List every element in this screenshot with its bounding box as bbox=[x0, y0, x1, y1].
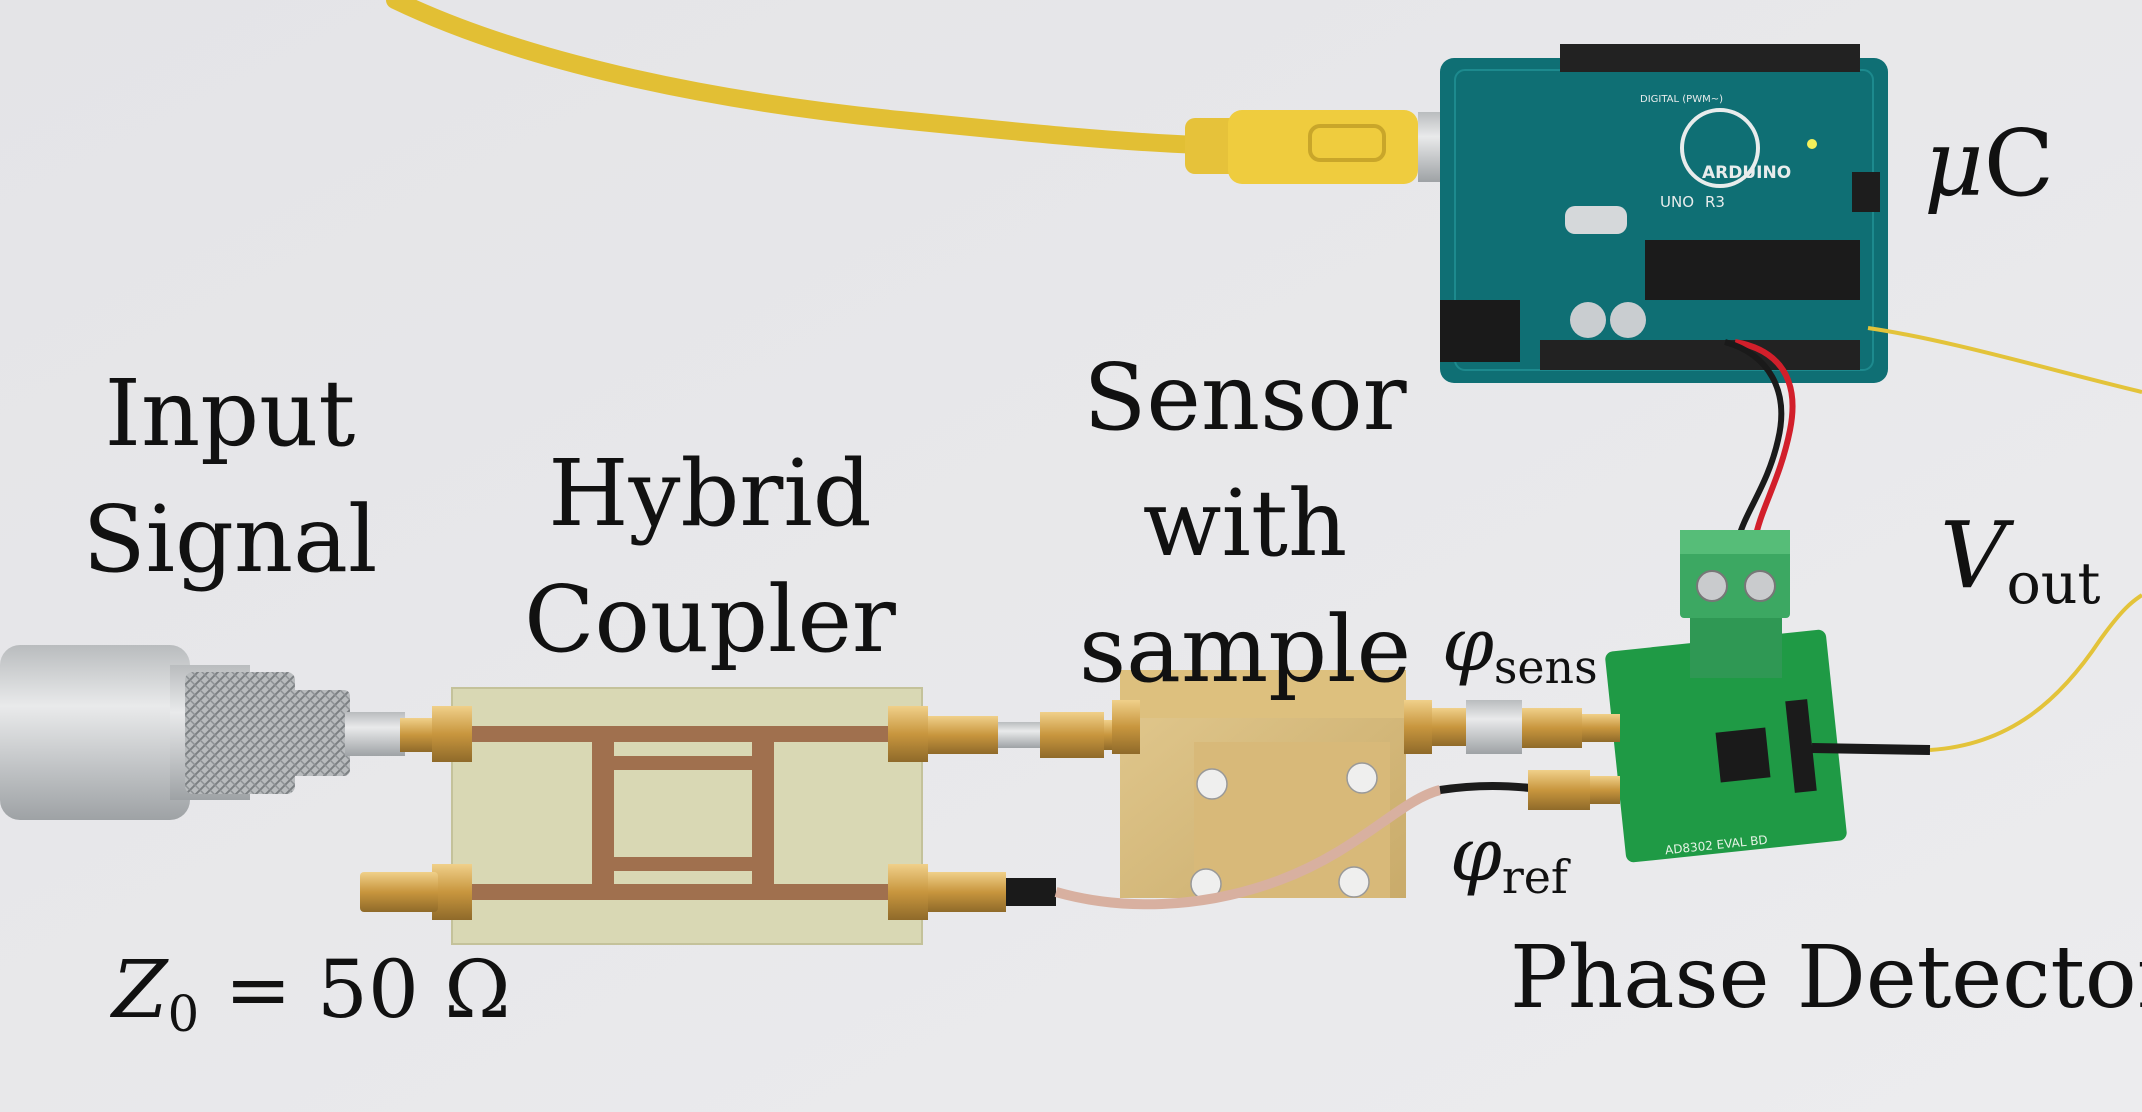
arduino-out-wire bbox=[1867, 326, 2142, 394]
arduino-board: ARDUINO UNO R3 DIGITAL (PWM~) bbox=[1440, 44, 1888, 383]
phase-detector-board: AD8302 EVAL BD bbox=[1605, 530, 1931, 863]
phase-detector-label: Phase Detector bbox=[1510, 928, 2142, 1028]
z-symbol: Z bbox=[112, 943, 168, 1036]
mu-symbol: μ bbox=[1924, 110, 1984, 217]
hybrid-line2: Coupler bbox=[524, 566, 896, 673]
hybrid-line1: Hybrid bbox=[548, 440, 872, 547]
input-signal-label: Input Signal bbox=[60, 368, 400, 586]
phi-sens-label: φsens bbox=[1442, 608, 1598, 691]
sensor-line3: sample bbox=[1078, 596, 1412, 703]
phi-sens-symbol: φ bbox=[1442, 602, 1494, 688]
sensor-line1: Sensor bbox=[1083, 344, 1407, 451]
z-sub: 0 bbox=[167, 984, 200, 1043]
sensor-assembly bbox=[1112, 670, 1432, 900]
input-signal-line2: Signal bbox=[82, 486, 378, 593]
usb-cable bbox=[386, 0, 1209, 154]
arduino-digital-text: DIGITAL (PWM~) bbox=[1640, 94, 1723, 105]
red-wire bbox=[1734, 339, 1796, 541]
hybrid-coupler-label: Hybrid Coupler bbox=[520, 448, 900, 666]
microcontroller-label: μC bbox=[1924, 118, 2054, 210]
impedance-label: Z0 = 50 Ω bbox=[112, 950, 511, 1039]
vout-v: V bbox=[1940, 502, 2007, 609]
c-letter: C bbox=[1983, 110, 2055, 217]
phi-ref-label: φref bbox=[1450, 818, 1568, 901]
arduino-brand-text: ARDUINO bbox=[1702, 163, 1791, 183]
black-wire bbox=[1724, 339, 1785, 541]
sma-cable-bottom bbox=[928, 872, 1056, 912]
phi-ref-symbol: φ bbox=[1450, 812, 1502, 898]
arduino-model-text: UNO bbox=[1660, 193, 1694, 211]
vout-wire bbox=[1929, 593, 2142, 752]
sensor-label: Sensor with sample bbox=[1060, 352, 1430, 696]
sma-ref bbox=[1528, 770, 1620, 810]
phi-sens-sub: sens bbox=[1493, 639, 1598, 694]
reference-coax bbox=[1054, 785, 1442, 910]
vout-sub: out bbox=[2006, 550, 2101, 617]
sma-sens bbox=[1432, 700, 1620, 754]
termination-load bbox=[360, 872, 438, 912]
phi-ref-sub: ref bbox=[1501, 849, 1568, 904]
sensor-line2: with bbox=[1142, 470, 1348, 577]
arduino-rev-text: R3 bbox=[1705, 193, 1725, 211]
hybrid-coupler-board bbox=[432, 687, 928, 945]
sma-adapter-top bbox=[928, 712, 1124, 758]
vout-label: Vout bbox=[1940, 510, 2100, 613]
z-value: = 50 Ω bbox=[199, 943, 511, 1036]
input-signal-line1: Input bbox=[104, 360, 356, 467]
